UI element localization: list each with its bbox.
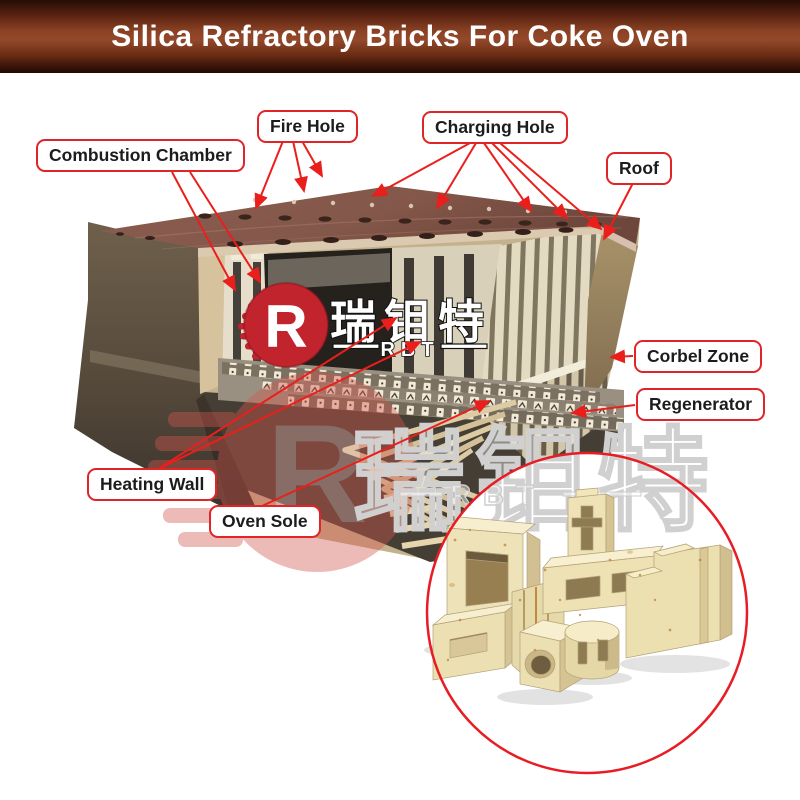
upper-slats [480,226,612,394]
silica-bricks [431,487,733,693]
logo-brand-cn: 瑞钼特 [330,296,492,348]
roof-edge-lip [198,226,600,257]
label-oven-sole: Oven Sole [209,505,321,538]
label-corbel-zone: Corbel Zone [634,340,763,373]
logo-mark [238,283,328,367]
header-banner: Silica Refractory Bricks For Coke Oven [0,0,800,73]
callout-arrows [157,140,636,507]
page-title: Silica Refractory Bricks For Coke Oven [111,19,689,53]
logo-monogram: R [264,293,307,360]
cut-wall-section [198,245,225,394]
inset-circle-border [425,451,749,775]
label-fire-hole: Fire Hole [257,110,358,143]
label-combustion-chamber: Combustion Chamber [36,139,245,172]
bricks-photo-circle: 瑞钼特 RBT [352,418,749,775]
label-heating-wall: Heating Wall [87,468,218,501]
watermark-brand-en: RBT [450,480,546,512]
label-roof: Roof [606,152,672,185]
oven-sole-deck [218,358,624,432]
inner-wall-slats [392,244,502,396]
label-regenerator: Regenerator [636,388,766,421]
oven-left-face [74,222,265,528]
oven-roof [100,186,640,250]
label-charging-hole: Charging Hole [422,111,568,144]
oven-right-face [584,232,638,412]
